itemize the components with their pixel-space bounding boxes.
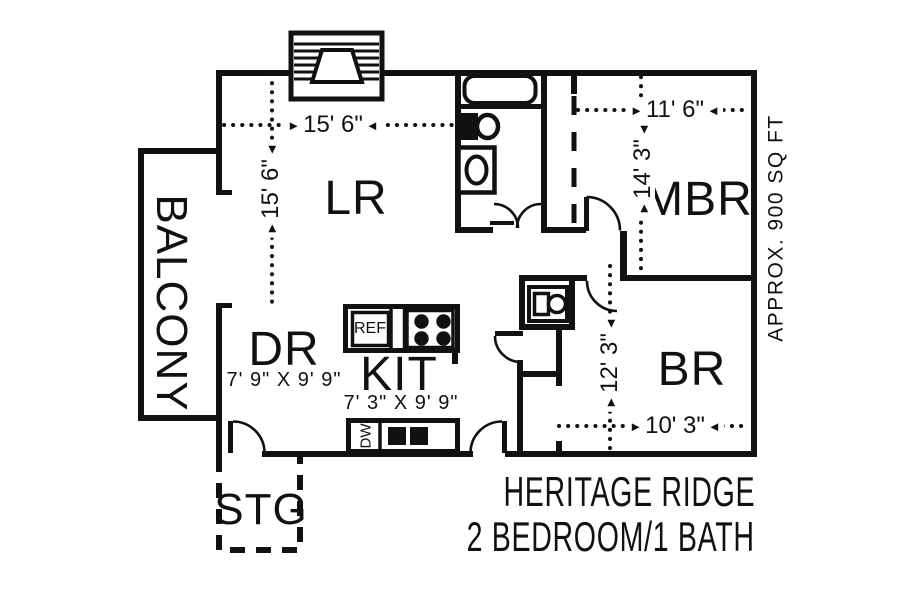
bathtub-icon <box>462 74 538 105</box>
room-label-dining: DR <box>248 323 320 376</box>
mbr-wall-bottom <box>620 275 757 281</box>
patio-door-leaf <box>502 421 507 453</box>
closet-wall-bottom <box>541 227 586 233</box>
arrow-right-icon: ► <box>263 221 279 235</box>
room-label-kitchen: KIT <box>360 348 438 401</box>
plan-title-line1: HERITAGE RIDGE <box>503 468 755 515</box>
dim-label-br-width: ► 10' 3" ◄ <box>626 414 724 438</box>
refrigerator-box <box>350 310 391 348</box>
dishwasher-label: DW <box>357 423 375 449</box>
hall-closet-wall-right <box>556 330 562 386</box>
br-wall-stub <box>556 441 562 457</box>
room-label-living: LR <box>324 172 388 225</box>
hall-closet-wall-bottom <box>517 371 562 377</box>
utility-wall-left <box>519 275 525 330</box>
dim-label-lr-depth: ► 15' 6" ◄ <box>257 140 284 238</box>
dim-value: 15' 6" <box>257 159 284 219</box>
toilet-icon <box>459 112 501 141</box>
plan-title-line2: 2 BEDROOM/1 BATH <box>466 513 755 560</box>
arrow-left-icon: ◄ <box>707 102 720 118</box>
utility-wall-top <box>519 275 587 281</box>
entry-door-swing <box>232 420 266 454</box>
dim-label-br-depth: ► 12' 3" ◄ <box>596 314 623 412</box>
wall-left-upper <box>216 70 222 192</box>
storage-dashed-outline <box>216 457 303 553</box>
patio-door-swing <box>469 420 503 454</box>
arrow-left-icon: ◄ <box>635 123 651 137</box>
hall-door-leaf <box>495 331 523 336</box>
dim-label-mbr-depth: ► 14' 3" ◄ <box>629 120 656 218</box>
dim-value: 10' 3" <box>645 412 705 439</box>
wall-top-right <box>379 70 757 76</box>
dim-value: 15' 6" <box>303 111 363 138</box>
range-burners-icon <box>414 314 451 346</box>
bath-threshold <box>490 221 514 225</box>
mbr-door-swing <box>586 195 622 231</box>
arrow-right-icon: ► <box>635 201 651 215</box>
dim-value: 14' 3" <box>629 139 656 199</box>
br-door-swing <box>585 280 618 313</box>
room-dims-dining: 7' 9" X 9' 9" <box>226 369 342 391</box>
arrow-left-icon: ◄ <box>263 143 279 157</box>
arrow-left-icon: ◄ <box>602 317 618 331</box>
arrow-right-icon: ► <box>630 102 643 118</box>
dim-value: 12' 3" <box>596 333 623 393</box>
dim-label-mbr-width: ► 11' 6" ◄ <box>627 98 723 122</box>
balcony-door-jamb-bottom <box>216 303 232 308</box>
bathroom-sink-icon <box>456 145 497 195</box>
kitchen-sink-icon <box>388 427 428 445</box>
bath-wall-right <box>541 70 547 233</box>
refrigerator-label: REF <box>354 320 386 337</box>
mbr-wall-left <box>620 231 627 281</box>
wall-left-lower <box>216 306 222 457</box>
arrow-right-icon: ► <box>602 395 618 409</box>
wall-bottom-right <box>505 451 757 457</box>
tub-alcove-line <box>455 104 547 109</box>
kitchen-counter-bottom <box>346 418 460 454</box>
bath-door-swing-right <box>515 202 542 229</box>
fireplace-icon <box>288 30 385 102</box>
door-swings <box>232 195 622 454</box>
arrow-left-icon: ◄ <box>707 418 721 434</box>
mbr-door-leaf <box>584 197 589 231</box>
hall-wall <box>517 360 523 457</box>
bath-wall-bottom <box>455 227 493 233</box>
utility-wall-bottom <box>519 324 575 330</box>
balcony-wall-top <box>138 148 222 154</box>
wall-top-left <box>216 70 294 76</box>
closet-wall-stub <box>571 70 577 94</box>
balcony-wall-bottom <box>138 415 222 421</box>
balcony-door-jamb-top <box>216 190 232 195</box>
dim-label-lr-width: ► 15' 6" ◄ <box>284 113 382 137</box>
balcony-wall-left <box>138 148 144 420</box>
arrow-right-icon: ► <box>287 117 301 133</box>
room-dims-kitchen: 7' 3" X 9' 9" <box>343 392 459 414</box>
approx-area-note: APPROX. 900 SQ FT <box>764 114 788 342</box>
entry-door-leaf <box>228 421 233 453</box>
arrow-right-icon: ► <box>629 418 643 434</box>
washer-icon <box>527 285 569 323</box>
utility-wall-right <box>569 275 575 330</box>
room-label-balcony: BALCONY <box>147 194 196 412</box>
dim-value: 11' 6" <box>645 96 705 123</box>
room-label-storage: STG <box>214 485 308 534</box>
room-label-br: BR <box>657 343 727 396</box>
room-label-mbr: MBR <box>643 173 753 226</box>
arrow-left-icon: ◄ <box>365 117 379 133</box>
kitchen-counter-top <box>343 304 460 353</box>
hall-door-swing <box>493 335 522 364</box>
wall-right <box>751 70 757 457</box>
